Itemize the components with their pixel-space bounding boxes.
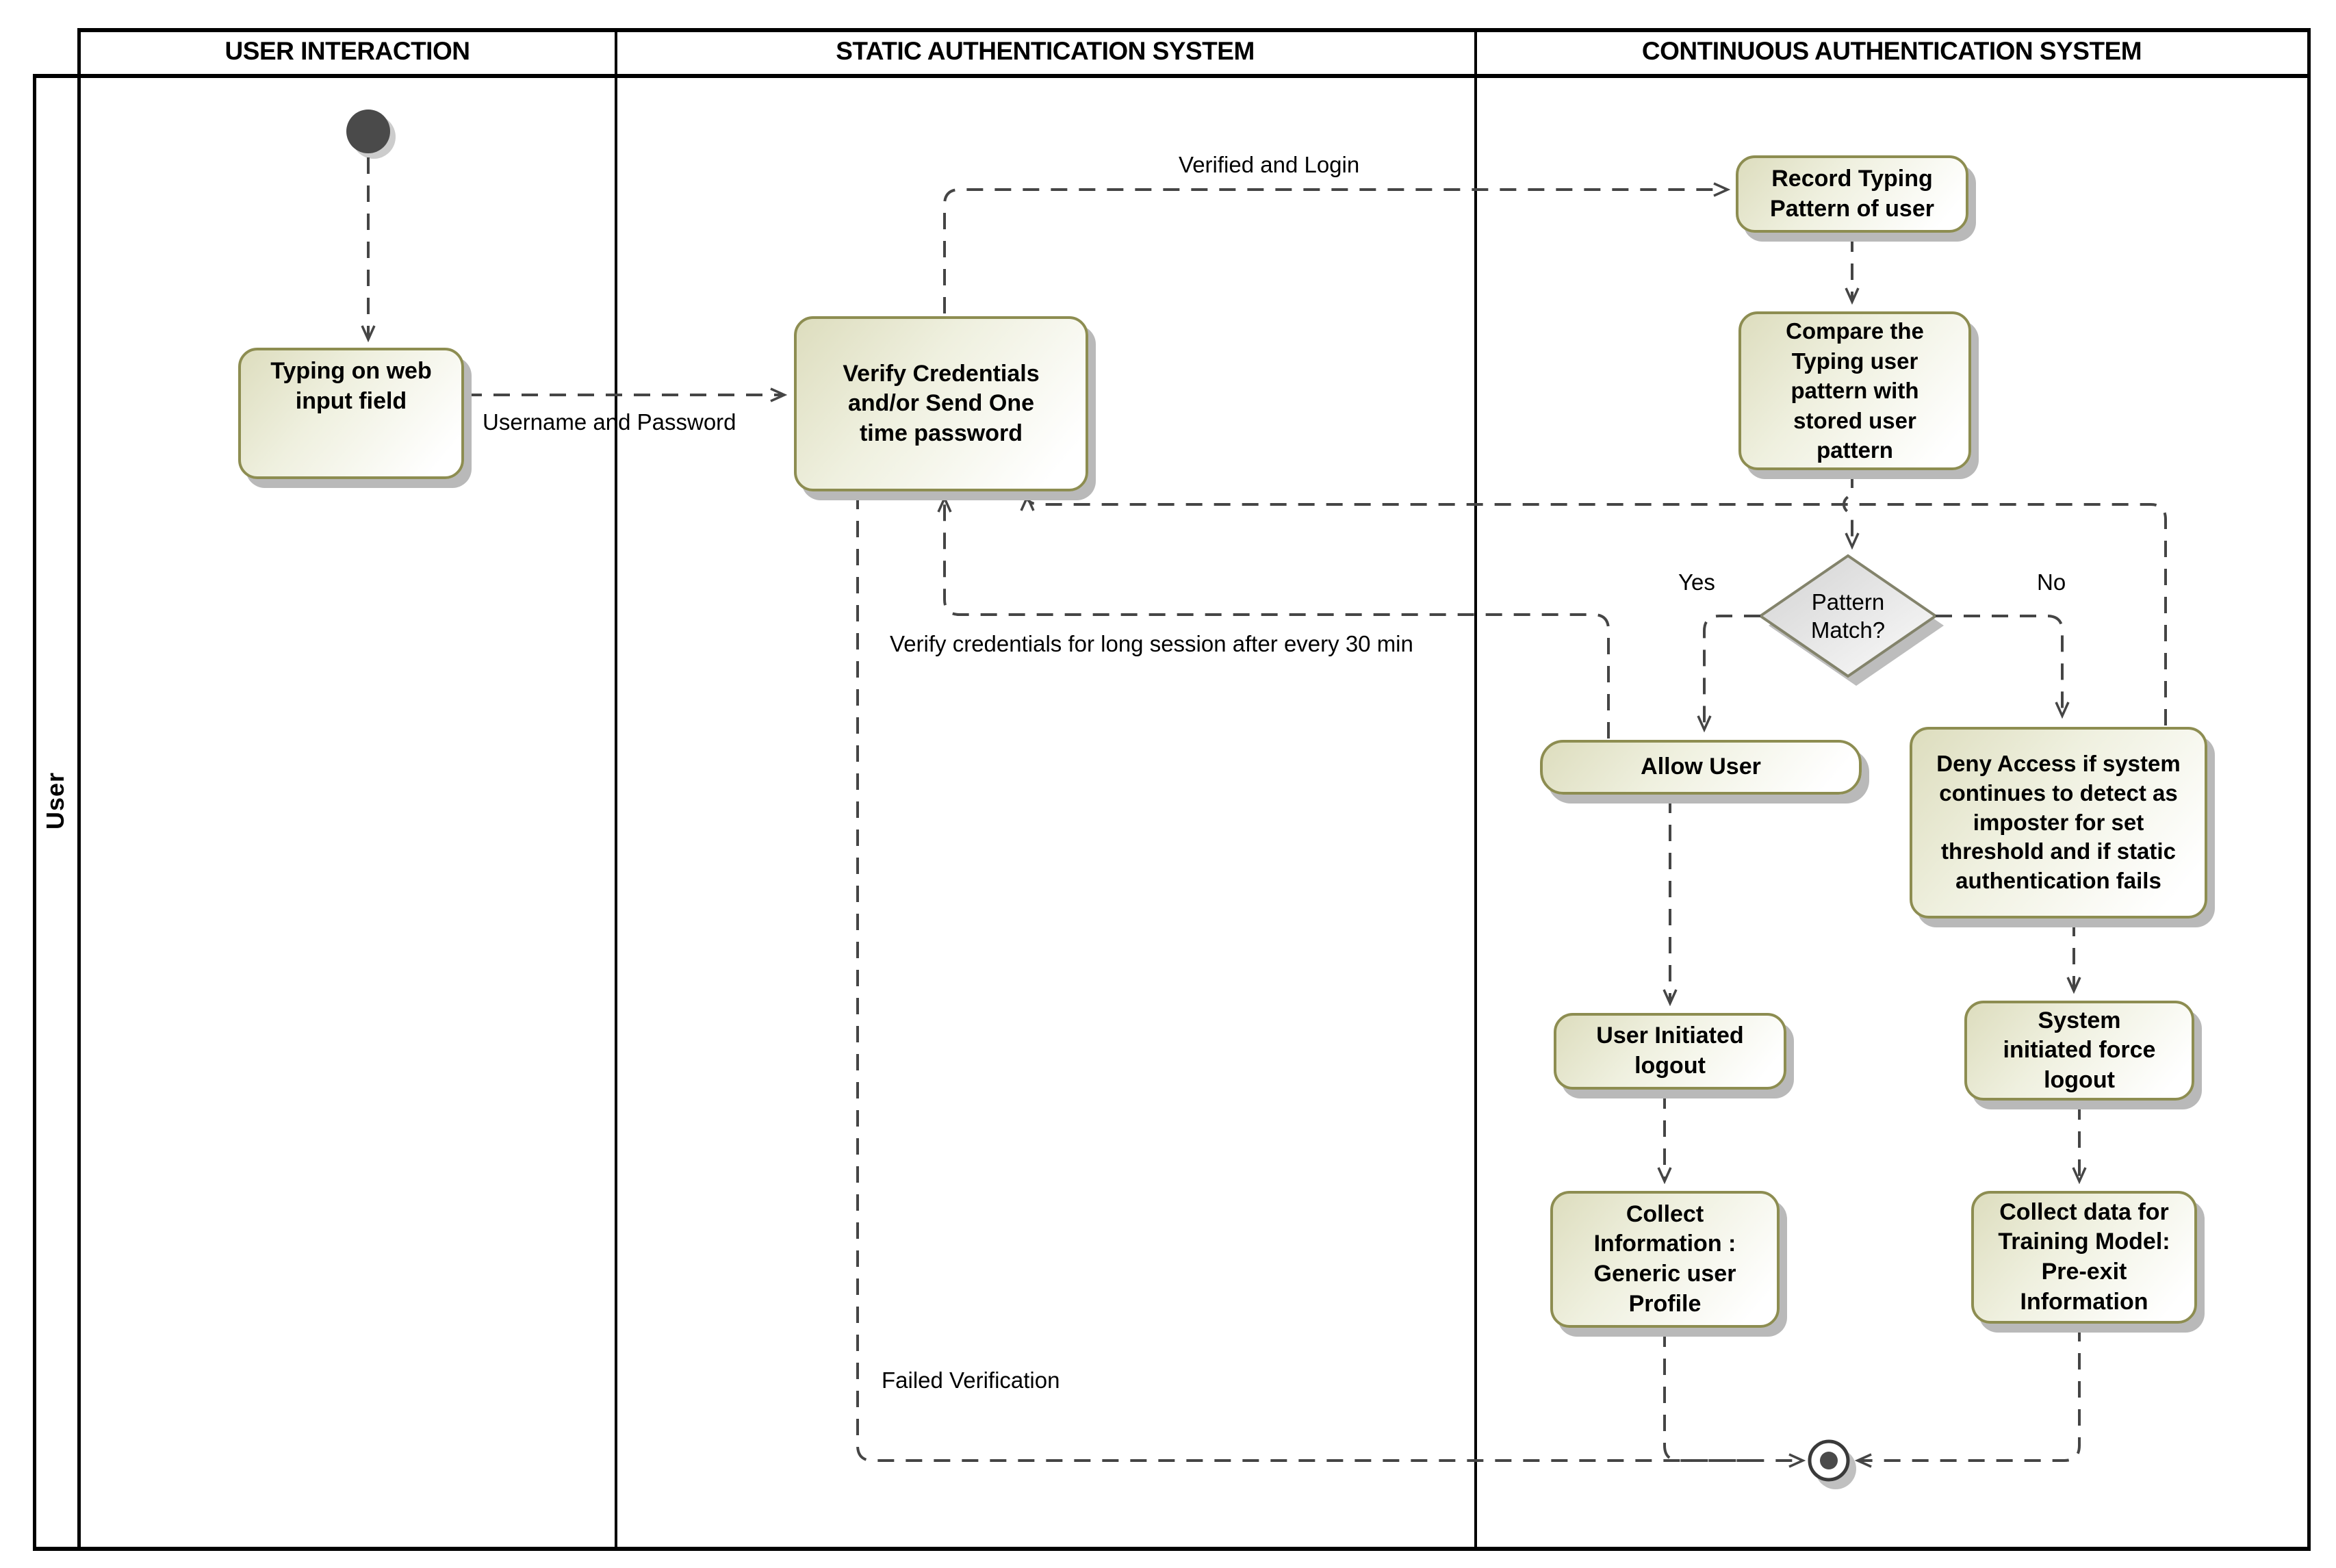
edge-allow-30min-to-verify: [945, 498, 1610, 738]
lane-header-label: USER INTERACTION: [224, 36, 470, 65]
header-bottom-line: [33, 74, 2311, 78]
edge-label-no: No: [2037, 569, 2066, 595]
action-system-forced-logout: System initiated force logout: [1964, 1001, 2194, 1101]
start-node: [346, 110, 390, 153]
edge-decision-yes-to-allow: [1704, 615, 1760, 730]
lane-header-label: CONTINUOUS AUTHENTICATION SYSTEM: [1641, 36, 2142, 65]
action-deny-access: Deny Access if system continues to detec…: [1910, 727, 2207, 918]
action-collect-training-data: Collect data for Training Model: Pre-exi…: [1971, 1191, 2197, 1324]
edge-label-verify-every-30-min: Verify credentials for long session afte…: [890, 631, 1413, 656]
edge-collect-data-to-final: [1858, 1325, 2081, 1461]
edge-label-username-password: Username and Password: [483, 409, 736, 435]
lane-divider-1: [615, 28, 617, 1551]
action-user-initiated-logout: User Initiated logout: [1554, 1013, 1786, 1090]
edge-failed-verification-to-final: [856, 493, 1803, 1461]
edge-verify-to-record: [943, 190, 1728, 313]
edge-decision-no-to-deny: [1936, 615, 2062, 716]
action-compare-typing-pattern: Compare the Typing user pattern with sto…: [1738, 311, 1971, 470]
frame-top-line: [79, 28, 2311, 32]
action-typing-on-web-input: Typing on web input field: [238, 348, 464, 479]
lane-divider-2: [1474, 28, 1477, 1551]
frame-bottom-line: [33, 1547, 2311, 1551]
edge-deny-loop-to-verify: [1027, 497, 2167, 725]
action-record-typing-pattern: Record Typing Pattern of user: [1736, 155, 1968, 233]
action-allow-user: Allow User: [1540, 740, 1862, 795]
lane-header-static-authentication: STATIC AUTHENTICATION SYSTEM: [616, 28, 1474, 74]
lane-header-user-interaction: USER INTERACTION: [79, 28, 616, 74]
lane-header-label: STATIC AUTHENTICATION SYSTEM: [836, 36, 1255, 65]
action-collect-generic-profile: Collect Information : Generic user Profi…: [1550, 1191, 1780, 1328]
edge-collect-info-to-final: [1663, 1331, 1752, 1462]
edge-label-failed-verification: Failed Verification: [882, 1367, 1060, 1393]
decision-pattern-match-label: Pattern Match?: [1810, 589, 1886, 643]
edge-compare-to-decision: [1843, 472, 1852, 547]
edge-label-yes: Yes: [1678, 569, 1715, 595]
edge-label-verified-and-login: Verified and Login: [1179, 152, 1360, 177]
lane-header-continuous-authentication: CONTINUOUS AUTHENTICATION SYSTEM: [1474, 28, 2309, 74]
frame-right-line: [2307, 28, 2311, 1551]
partition-left-line: [33, 74, 36, 1551]
action-verify-credentials: Verify Credentials and/or Send One time …: [794, 316, 1088, 491]
partition-right-line: [77, 28, 81, 1551]
final-node-inner: [1820, 1452, 1838, 1469]
